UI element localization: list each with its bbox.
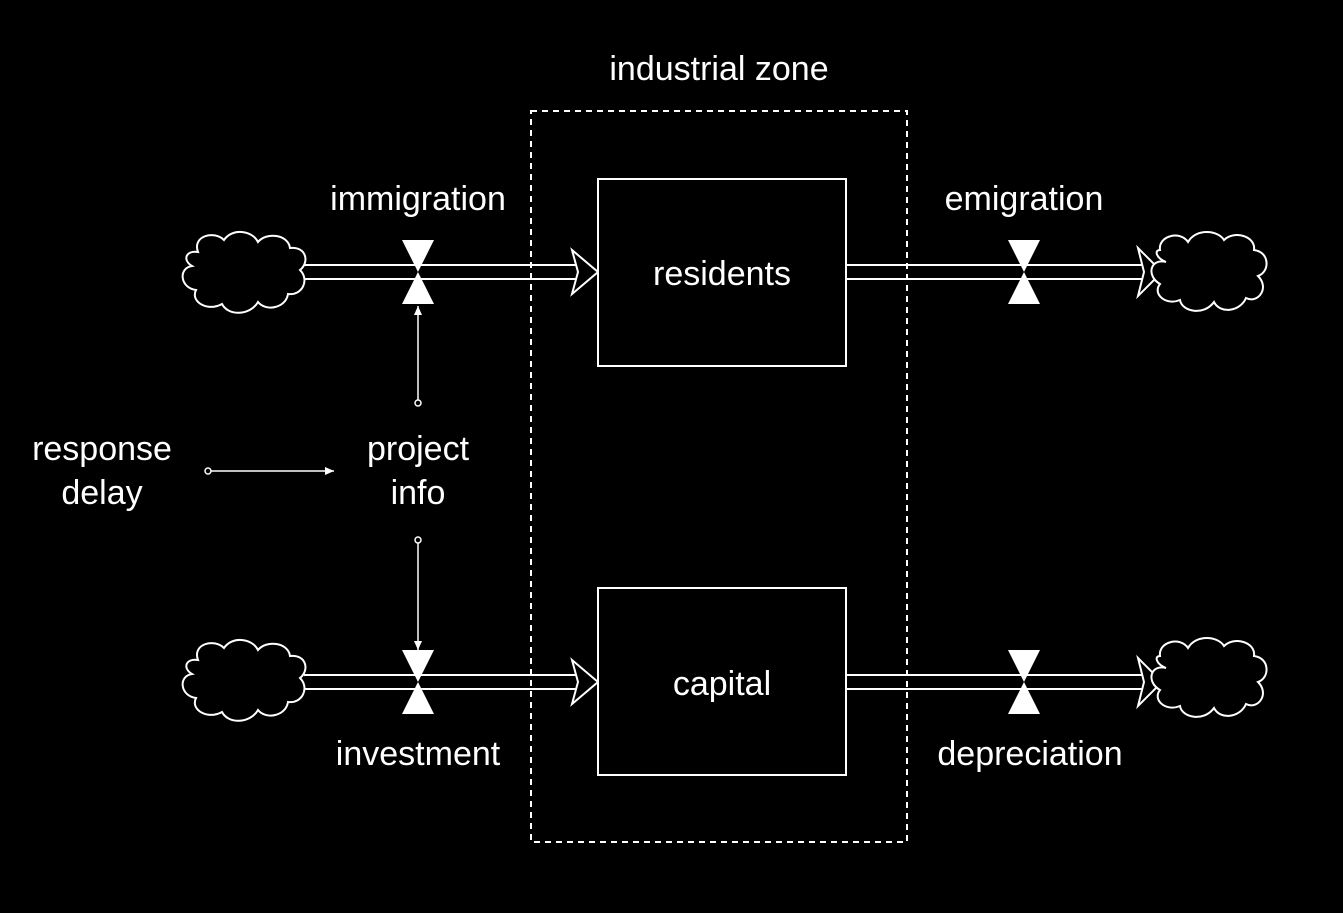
industrial-zone-label: industrial zone	[609, 50, 828, 88]
sink-cloud-icon	[1150, 231, 1268, 312]
project-info-label: info	[391, 474, 446, 512]
immigration-flow-arrow	[570, 247, 600, 297]
info-link-connector	[414, 536, 422, 650]
emigration-label: emigration	[945, 180, 1104, 218]
capital-label: capital	[673, 665, 771, 703]
residents-label: residents	[653, 255, 791, 293]
response-delay-label: response	[32, 430, 172, 468]
residents-stock	[597, 178, 847, 367]
info-link-connector	[414, 306, 422, 407]
source-cloud-icon	[181, 231, 307, 314]
investment-valve-icon	[402, 650, 434, 714]
source-cloud-icon	[181, 639, 307, 722]
sink-cloud-icon	[1150, 637, 1268, 718]
capital-stock	[597, 587, 847, 776]
investment-label: investment	[336, 735, 501, 773]
immigration-label: immigration	[330, 180, 506, 218]
depreciation-valve-icon	[1008, 650, 1040, 714]
response-delay-label: delay	[61, 474, 142, 512]
info-link-connector	[204, 467, 334, 475]
investment-flow-arrow	[570, 657, 600, 707]
immigration-valve-icon	[402, 240, 434, 304]
emigration-valve-icon	[1008, 240, 1040, 304]
depreciation-label: depreciation	[937, 735, 1122, 773]
project-info-label: project	[367, 430, 470, 468]
industrial-zone-boundary	[530, 110, 908, 843]
